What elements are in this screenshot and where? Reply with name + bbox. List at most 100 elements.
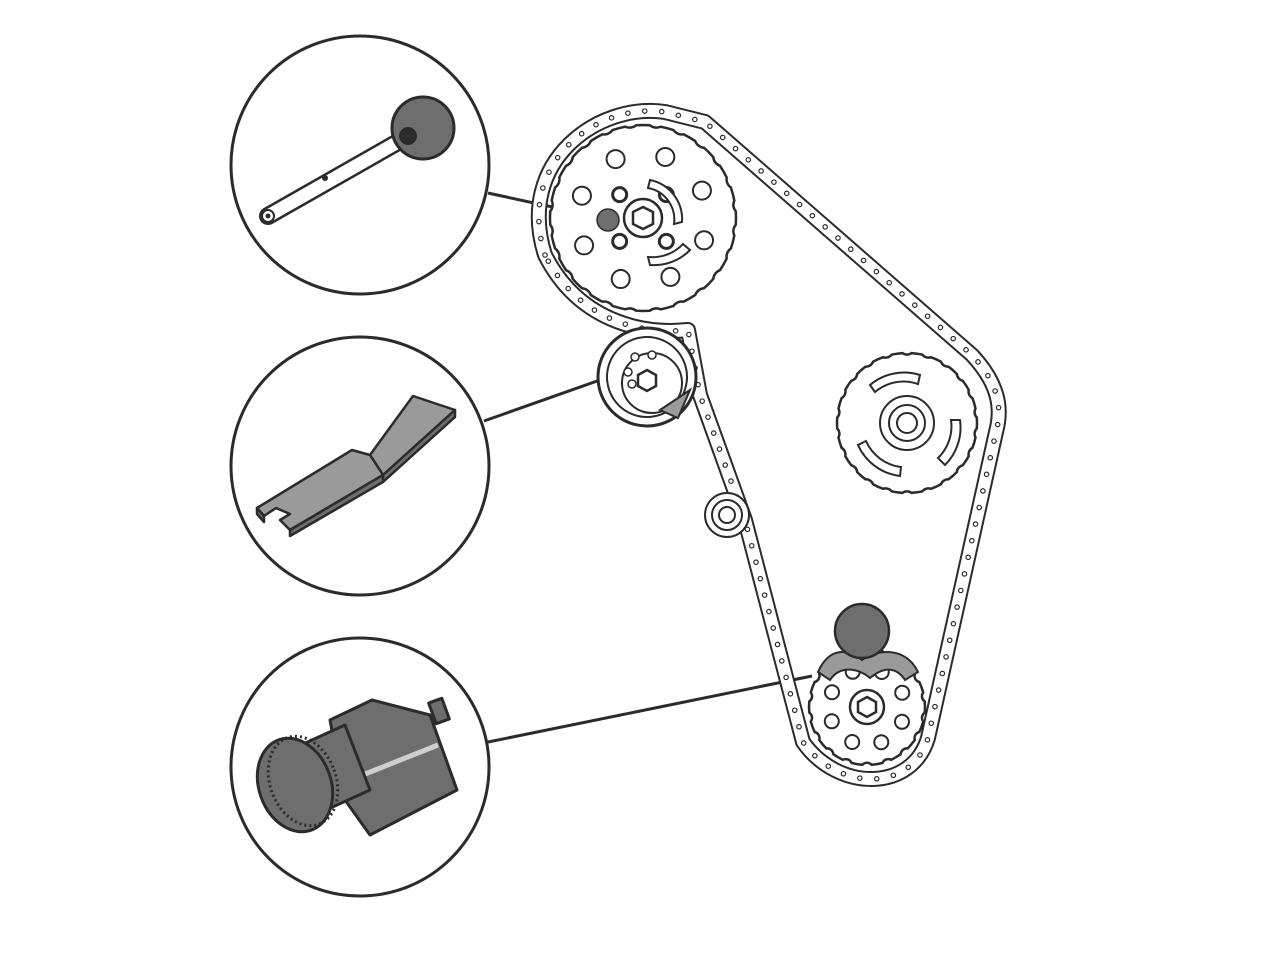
belt-tooth bbox=[961, 571, 968, 577]
belt-tooth bbox=[691, 116, 698, 123]
belt-tooth bbox=[744, 526, 751, 533]
belt-tooth bbox=[950, 335, 957, 342]
belt-tooth bbox=[783, 674, 789, 681]
belt-tooth bbox=[890, 772, 897, 779]
belt-tooth bbox=[779, 658, 785, 664]
belt-tooth bbox=[994, 421, 1001, 428]
belt-tooth bbox=[783, 190, 790, 197]
crankshaft-sprocket bbox=[807, 647, 927, 767]
belt-tooth bbox=[540, 185, 546, 191]
belt-tooth bbox=[748, 542, 755, 549]
belt-tooth bbox=[707, 123, 713, 130]
wrench-tip bbox=[657, 387, 693, 420]
belt-tooth bbox=[728, 478, 734, 484]
belt-tooth bbox=[699, 398, 706, 404]
belt-tooth bbox=[957, 587, 964, 594]
leader-line-crank-tool bbox=[487, 674, 813, 744]
belt-tooth bbox=[860, 257, 867, 264]
belt-tooth bbox=[672, 328, 679, 334]
belt-tooth bbox=[774, 641, 781, 648]
belt-tooth bbox=[542, 252, 548, 258]
belt-tooth bbox=[812, 752, 818, 759]
belt-tooth bbox=[873, 268, 880, 275]
belt-tooth bbox=[905, 764, 912, 771]
callout-crank-tool bbox=[229, 636, 491, 898]
belt-tooth bbox=[625, 110, 631, 116]
belt-tooth bbox=[943, 654, 949, 660]
crankshaft-locking-tool-icon bbox=[255, 696, 459, 837]
belt-tooth bbox=[565, 141, 572, 148]
belt-tooth bbox=[965, 554, 971, 561]
belt-tooth bbox=[924, 313, 931, 320]
belt-tooth bbox=[969, 537, 975, 544]
callout-wrench bbox=[229, 335, 491, 597]
belt-tooth bbox=[857, 775, 863, 781]
belt-tooth bbox=[796, 201, 803, 208]
belt-tooth bbox=[946, 637, 953, 644]
belt-tooth bbox=[536, 201, 543, 208]
belt-tooth bbox=[939, 670, 946, 677]
belt-tooth bbox=[771, 179, 777, 185]
belt-tooth bbox=[840, 770, 847, 777]
belt-tooth bbox=[577, 297, 584, 304]
water-pump-sprocket bbox=[835, 351, 979, 495]
belt-tooth bbox=[912, 302, 918, 308]
belt-tooth bbox=[710, 430, 717, 436]
belt-tooth bbox=[987, 454, 994, 461]
belt-tooth bbox=[770, 625, 777, 631]
belt-tooth bbox=[985, 372, 991, 379]
tensioner-pulley bbox=[596, 326, 698, 428]
belt-tooth bbox=[745, 156, 752, 163]
belt-tooth bbox=[546, 169, 552, 176]
belt-tooth bbox=[809, 212, 816, 219]
belt-tooth bbox=[554, 272, 561, 279]
belt-tooth bbox=[686, 331, 692, 338]
belt-tooth bbox=[591, 307, 598, 313]
belt-tooth bbox=[753, 559, 759, 566]
belt-tooth bbox=[658, 108, 665, 115]
belt-tooth bbox=[950, 620, 957, 627]
belt-tooth bbox=[825, 763, 832, 769]
belt-tooth bbox=[796, 723, 802, 730]
belt-tooth bbox=[608, 115, 615, 121]
camshaft-sprocket bbox=[548, 123, 738, 313]
belt-tooth bbox=[975, 359, 981, 365]
callout-pin bbox=[229, 34, 491, 296]
belt-tooth bbox=[758, 168, 764, 174]
belt-tooth bbox=[886, 279, 893, 286]
idler-pulley bbox=[704, 492, 750, 538]
belt-tooth bbox=[538, 235, 544, 242]
belt-tooth bbox=[757, 575, 764, 582]
belt-tooth bbox=[954, 604, 960, 610]
tensioner-wrench-icon bbox=[255, 394, 457, 538]
belt-tooth bbox=[980, 488, 986, 494]
belt-tooth bbox=[899, 291, 905, 297]
belt-tooth bbox=[536, 218, 542, 225]
belt-tooth bbox=[622, 321, 629, 327]
belt-tooth bbox=[963, 347, 969, 353]
belt-tooth bbox=[937, 324, 944, 331]
belt-tooth bbox=[924, 737, 931, 743]
belt-tooth bbox=[822, 224, 828, 230]
leader-line-wrench bbox=[483, 378, 601, 423]
belt-tooth bbox=[835, 235, 841, 241]
belt-tooth bbox=[722, 462, 729, 468]
belt-tooth bbox=[593, 121, 599, 128]
belt-tooth bbox=[545, 258, 552, 264]
belt-tooth bbox=[791, 707, 798, 714]
belt-tooth bbox=[766, 608, 772, 615]
belt-tooth bbox=[641, 108, 648, 114]
belt-tooth bbox=[732, 145, 739, 152]
locking-pin-icon bbox=[259, 95, 456, 225]
crank-locking-tool-inserted bbox=[816, 602, 920, 682]
belt-tooth bbox=[992, 388, 998, 394]
belt-tooth bbox=[983, 471, 990, 478]
belt-tooth bbox=[705, 414, 711, 420]
belt-tooth bbox=[675, 112, 682, 119]
belt-tooth bbox=[554, 154, 561, 161]
belt-tooth bbox=[932, 703, 938, 710]
belt-tooth bbox=[972, 521, 979, 527]
belt-tooth bbox=[719, 134, 726, 141]
belt-tooth bbox=[761, 592, 768, 598]
